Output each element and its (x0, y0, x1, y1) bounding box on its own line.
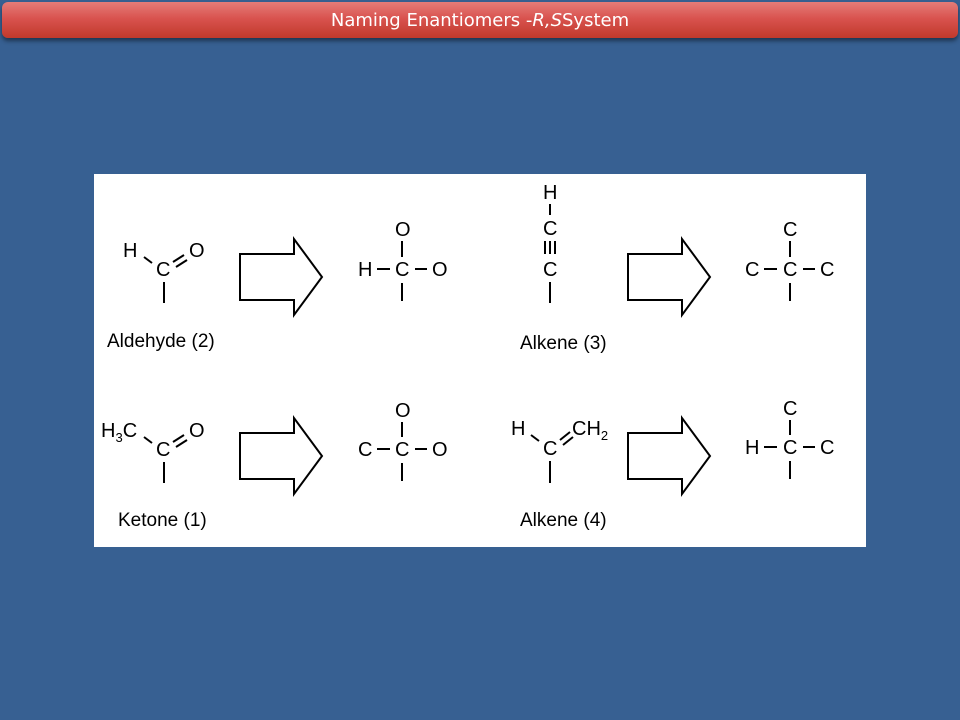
atom-h: H (745, 437, 759, 459)
bond-single (143, 436, 153, 444)
atom-c: C (783, 219, 797, 241)
atom-c: C (156, 259, 170, 281)
slide-title-italic: R,S (532, 9, 562, 31)
atom-o: O (395, 219, 411, 241)
atom-o: O (395, 400, 411, 422)
atom-c: C (395, 439, 409, 461)
alkyne-label: Alkene (3) (520, 333, 607, 354)
atom-c: C (543, 259, 557, 281)
aldehyde-product-structure: O H C O (358, 219, 448, 301)
slide-title-suffix: System (562, 9, 630, 31)
aldehyde-label: Aldehyde (2) (107, 331, 215, 352)
subscript-3: 3 (115, 430, 122, 445)
atom-h: H (101, 420, 115, 442)
arrow-right-icon (239, 414, 324, 498)
atom-ch: CH (572, 418, 601, 440)
bond-double-a (172, 434, 185, 443)
atom-h: H (358, 259, 372, 281)
arrow-right-icon (627, 235, 712, 319)
atom-c: C (783, 259, 797, 281)
atom-o: O (189, 420, 205, 442)
alkene-label: Alkene (4) (520, 510, 607, 531)
bond-single (143, 256, 153, 264)
atom-h: H (511, 418, 525, 440)
atom-c: C (123, 420, 137, 442)
bond-double-b (175, 439, 188, 448)
chemistry-diagram: H O C Aldehyde (2) O H C O H C (101, 182, 834, 531)
svg-text:H3C: H3C (101, 420, 137, 445)
slide-title-bar: Naming Enantiomers -R,S System (2, 2, 958, 38)
ketone-structure: H3C O C (101, 420, 205, 483)
bond-double-a (172, 254, 185, 263)
atom-c: C (745, 259, 759, 281)
alkyne-product-structure: C C C C (745, 219, 834, 301)
alkyne-structure: H C C (543, 182, 557, 303)
atom-c: C (156, 439, 170, 461)
alkene-structure: H CH2 C (511, 418, 608, 483)
atom-h: H (543, 182, 557, 204)
atom-c: C (783, 398, 797, 420)
svg-text:CH2: CH2 (572, 418, 608, 443)
bond-double-a (559, 431, 571, 441)
slide-title-prefix: Naming Enantiomers - (330, 9, 533, 31)
atom-o: O (432, 259, 448, 281)
chemistry-diagram-panel: H O C Aldehyde (2) O H C O H C (94, 174, 866, 547)
atom-o: O (432, 439, 448, 461)
aldehyde-structure: H O C (123, 240, 205, 303)
ketone-label: Ketone (1) (118, 510, 207, 531)
bond-double-b (562, 436, 574, 446)
bond-double-b (175, 259, 188, 268)
atom-c: C (820, 259, 834, 281)
atom-c: C (543, 218, 557, 240)
atom-c: C (783, 437, 797, 459)
arrow-right-icon (239, 235, 324, 319)
alkene-product-structure: C H C C (745, 398, 834, 479)
atom-c: C (820, 437, 834, 459)
atom-o: O (189, 240, 205, 262)
bond-single (530, 434, 540, 442)
atom-c: C (358, 439, 372, 461)
atom-c: C (395, 259, 409, 281)
subscript-2: 2 (601, 428, 608, 443)
arrow-right-icon (627, 414, 712, 498)
atom-c: C (543, 438, 557, 460)
ketone-product-structure: O C C O (358, 400, 448, 481)
atom-h: H (123, 240, 137, 262)
